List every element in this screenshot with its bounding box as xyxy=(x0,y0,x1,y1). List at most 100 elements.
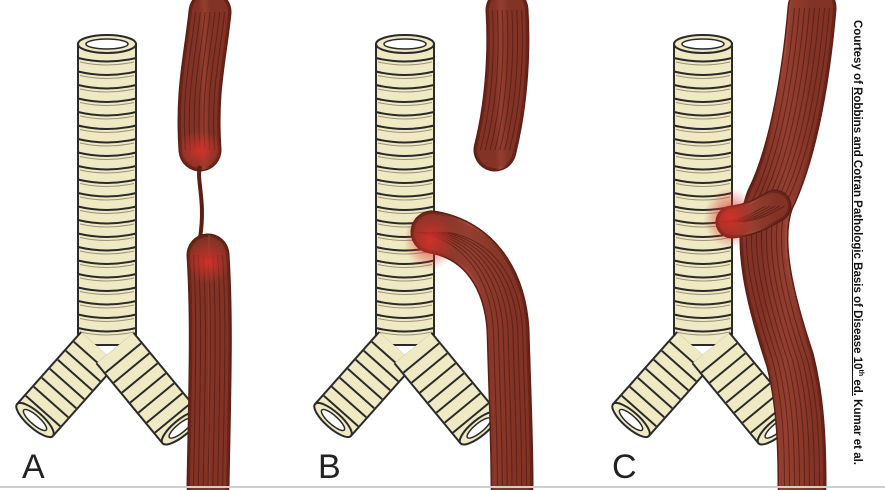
trachea-ring-shadow xyxy=(377,142,433,147)
fibrous-cord xyxy=(197,165,204,239)
upper-esophageal-pouch-fiber xyxy=(509,9,523,151)
trachea-ring xyxy=(375,111,435,117)
trachea-lumen xyxy=(681,38,725,50)
lower-esophageal-segment-fiber xyxy=(222,254,226,487)
trachea-ring xyxy=(673,313,733,319)
credit-title: Robbins and Cotran Pathologic Basis of D… xyxy=(851,87,864,396)
right-bronchus-ring xyxy=(427,372,465,404)
left-bronchus-lumen xyxy=(22,408,48,432)
trachea-ring xyxy=(77,192,137,198)
trachea-ring-shadow xyxy=(377,318,433,322)
trachea-ring-shadow xyxy=(675,115,731,120)
lower-esophageal-segment xyxy=(186,233,232,490)
trachea-ring xyxy=(375,273,435,279)
distal-fistula-segment-fiber xyxy=(441,231,523,487)
credit-title-text: Robbins and Cotran Pathologic Basis of D… xyxy=(851,87,864,370)
panel-b-diagram xyxy=(313,0,534,490)
continuous-esophagus-fiber xyxy=(780,7,830,487)
trachea-ring xyxy=(673,84,733,90)
trachea-ring xyxy=(375,178,435,184)
trachea-ring-shadow xyxy=(675,169,731,174)
credit-suffix: ed. xyxy=(851,376,864,396)
trachea-ring xyxy=(77,70,137,76)
right-bronchus-ring xyxy=(402,342,440,374)
continuous-esophagus-fiber xyxy=(770,7,820,487)
trachea-ring-shadow xyxy=(79,156,135,160)
trachea-ring-shadow xyxy=(79,291,135,295)
trachea-ring-shadow xyxy=(79,304,135,309)
trachea-ring-shadow xyxy=(377,331,433,336)
right-bronchus-ring xyxy=(444,392,481,424)
atresia-red-upper xyxy=(178,130,222,170)
left-bronchus-lumen xyxy=(320,408,346,432)
trachea-ring-shadow xyxy=(675,318,731,322)
trachea-ring xyxy=(77,232,137,238)
distal-fistula-segment-fiber xyxy=(446,231,528,487)
trachea-ring xyxy=(673,178,733,184)
trachea-ring-shadow xyxy=(79,264,135,268)
right-bronchus-ring xyxy=(725,372,763,404)
trachea-ring xyxy=(375,57,435,63)
trachea-ring-shadow xyxy=(377,183,433,187)
right-bronchus-ring xyxy=(709,352,746,384)
left-bronchus-ring xyxy=(33,385,69,419)
right-bronchus-ring xyxy=(154,402,192,434)
trachea-ring-shadow xyxy=(79,102,135,106)
trachea-ring xyxy=(77,300,137,306)
right-bronchus-ring xyxy=(700,342,738,374)
trachea-ring-shadow xyxy=(79,196,135,201)
continuous-esophagus-fiber xyxy=(765,7,815,487)
left-bronchus xyxy=(15,331,118,439)
trachea-ring-shadow xyxy=(675,264,731,268)
trachea-ring-shadow xyxy=(377,102,433,106)
distal-fistula-segment-fiber xyxy=(422,231,503,487)
trachea-ring xyxy=(673,138,733,144)
upper-esophageal-pouch-fiber xyxy=(208,11,221,151)
credit-authors: Kumar et al. xyxy=(851,395,864,465)
continuous-esophagus-fiber xyxy=(775,7,825,487)
right-bronchus-ring xyxy=(733,382,771,414)
trachea-ring xyxy=(77,111,137,117)
trachea-ring-shadow xyxy=(79,237,135,241)
trachea-ring xyxy=(375,70,435,76)
panel-c-diagram xyxy=(611,0,837,490)
trachea-ring xyxy=(77,57,137,63)
upper-esophageal-pouch-fiber xyxy=(213,11,226,151)
upper-esophageal-pouch-fiber xyxy=(499,9,514,151)
continuous-esophagus-fiber xyxy=(760,7,810,487)
trachea-ring xyxy=(77,165,137,171)
trachea-ring-shadow xyxy=(675,183,731,187)
trachea-ring-shadow xyxy=(79,223,135,228)
trachea-lumen xyxy=(85,38,129,50)
trachea-ring xyxy=(77,259,137,265)
trachea-ring xyxy=(77,97,137,103)
left-bronchus-ring xyxy=(355,358,391,392)
trachea-ring-shadow xyxy=(675,277,731,282)
trachea-ring-shadow xyxy=(377,291,433,295)
right-bronchus-ring xyxy=(129,372,167,404)
credit-prefix: Courtesy of xyxy=(851,20,864,88)
left-bronchus xyxy=(611,331,714,439)
trachea-lumen xyxy=(383,38,427,50)
upper-esophageal-pouch-fiber xyxy=(188,11,201,151)
trachea-ring xyxy=(673,327,733,333)
distal-fistula-segment-fiber xyxy=(431,231,513,487)
left-bronchus xyxy=(313,331,416,439)
upper-esophageal-pouch-fiber xyxy=(494,9,509,151)
left-bronchus-ring xyxy=(65,349,101,383)
continuous-esophagus xyxy=(739,0,837,490)
atresia-red-lower xyxy=(186,240,230,284)
trachea-ring xyxy=(673,259,733,265)
trachea-ring-shadow xyxy=(377,196,433,201)
trachea-ring xyxy=(375,313,435,319)
trachea-ring-shadow xyxy=(377,129,433,133)
panel-label-a: A xyxy=(22,448,45,486)
distal-fistula-segment-fiber xyxy=(436,231,518,487)
trachea-ring xyxy=(673,300,733,306)
trachea-ring xyxy=(77,124,137,130)
trachea-ring xyxy=(375,165,435,171)
fistula-red xyxy=(704,188,756,248)
trachea-ring xyxy=(673,273,733,279)
left-bronchus-ring xyxy=(645,367,681,401)
trachea-ring-shadow xyxy=(377,304,433,309)
